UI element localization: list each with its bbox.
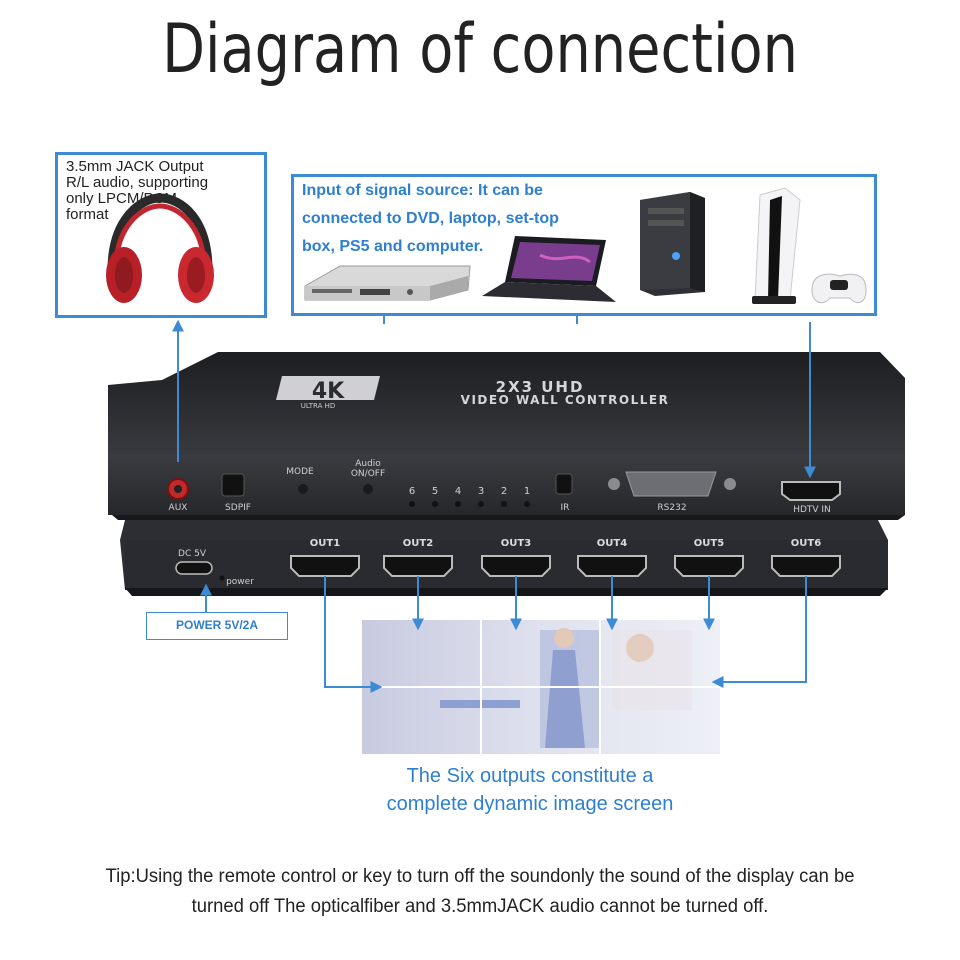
model-subtitle: VIDEO WALL CONTROLLER <box>461 393 670 407</box>
led-indicator <box>455 501 461 507</box>
spdif-port <box>221 473 245 497</box>
model-title: 2X3 UHD <box>496 378 585 396</box>
4k-badge: 4K ULTRA HD <box>276 376 380 410</box>
led-label: 6 <box>409 486 415 497</box>
hdtv-in-port <box>781 481 841 501</box>
led-indicator <box>432 501 438 507</box>
signal-source-text: Input of signal source: It can be connec… <box>302 177 559 261</box>
hdtv-in-label: HDTV IN <box>793 505 831 515</box>
led-indicators: 6 5 4 3 2 1 <box>409 486 530 507</box>
page-title: Diagram of connection <box>162 10 798 89</box>
output-label: OUT3 <box>501 538 531 549</box>
led-indicator <box>524 501 530 507</box>
power-label: power <box>226 577 254 587</box>
jack-output-box: 3.5mm JACK Output R/L audio, supporting … <box>55 152 267 318</box>
rs232-label: RS232 <box>657 503 686 513</box>
hdmi-output-port <box>674 555 744 577</box>
hdmi-output-port <box>481 555 551 577</box>
hdmi-output-port <box>577 555 647 577</box>
tip-line: turned off The opticalfiber and 3.5mmJAC… <box>191 896 769 917</box>
signal-line: Input of signal source: It can be <box>302 182 543 199</box>
ir-window <box>555 473 573 495</box>
audio-button <box>363 484 373 494</box>
output-label: OUT6 <box>791 538 821 549</box>
video-wall-screen <box>362 620 720 754</box>
wall-caption: The Six outputs constitute a complete dy… <box>300 762 760 818</box>
hdmi-output-port <box>383 555 453 577</box>
led-label: 1 <box>524 486 530 497</box>
led-label: 4 <box>455 486 461 497</box>
led-indicator <box>478 501 484 507</box>
spdif-label: SDPIF <box>225 503 251 513</box>
led-indicator <box>409 501 415 507</box>
headphones-icon <box>106 193 214 303</box>
aux-label: AUX <box>169 503 188 513</box>
led-label: 2 <box>501 486 507 497</box>
led-label: 5 <box>432 486 438 497</box>
signal-box-ticks <box>383 316 578 324</box>
output-ports: OUT1 OUT2 OUT3 OUT4 OUT5 OUT6 <box>290 538 841 577</box>
signal-line: box, PS5 and computer. <box>302 238 484 255</box>
output-label: OUT1 <box>310 538 340 549</box>
signal-line: connected to DVD, laptop, set-top <box>302 210 559 227</box>
computer-tower-icon <box>640 192 705 296</box>
dvd-player-icon <box>304 265 471 301</box>
4k-badge-text: 4K <box>312 379 345 404</box>
tip-line: Tip:Using the remote control or key to t… <box>105 866 855 887</box>
mode-label: MODE <box>286 467 314 477</box>
ps5-console-icon <box>752 187 801 304</box>
hdmi-output-port <box>290 555 360 577</box>
usb-c-power-port <box>175 561 213 575</box>
output-label: OUT2 <box>403 538 433 549</box>
caption-line: The Six outputs constitute a <box>406 765 654 787</box>
power-led <box>219 575 225 581</box>
led-indicator <box>501 501 507 507</box>
out6-arrow <box>711 576 807 688</box>
power-spec-box: POWER 5V/2A <box>146 612 288 640</box>
mode-button <box>298 484 308 494</box>
jack-line: 3.5mm JACK Output <box>66 158 204 175</box>
dc-label: DC 5V <box>178 549 207 559</box>
jack-line: format <box>66 206 109 223</box>
audio-onoff-label: ON/OFF <box>351 469 385 479</box>
out1-arrow <box>324 576 383 693</box>
output-label: OUT4 <box>597 538 627 549</box>
game-controller-icon <box>811 273 867 304</box>
led-label: 3 <box>478 486 484 497</box>
output-label: OUT5 <box>694 538 724 549</box>
laptop-icon <box>482 236 616 302</box>
jack-output-text: 3.5mm JACK Output R/L audio, supporting … <box>66 159 208 223</box>
jack-line: R/L audio, supporting <box>66 174 209 191</box>
audio-label: Audio <box>355 459 381 469</box>
caption-line: complete dynamic image screen <box>386 793 674 815</box>
ultra-hd-text: ULTRA HD <box>301 402 336 410</box>
ir-label: IR <box>561 503 570 513</box>
connection-arrows <box>172 319 816 693</box>
tip-text: Tip:Using the remote control or key to t… <box>34 862 926 922</box>
hdmi-output-port <box>771 555 841 577</box>
rs232-port <box>625 471 717 497</box>
